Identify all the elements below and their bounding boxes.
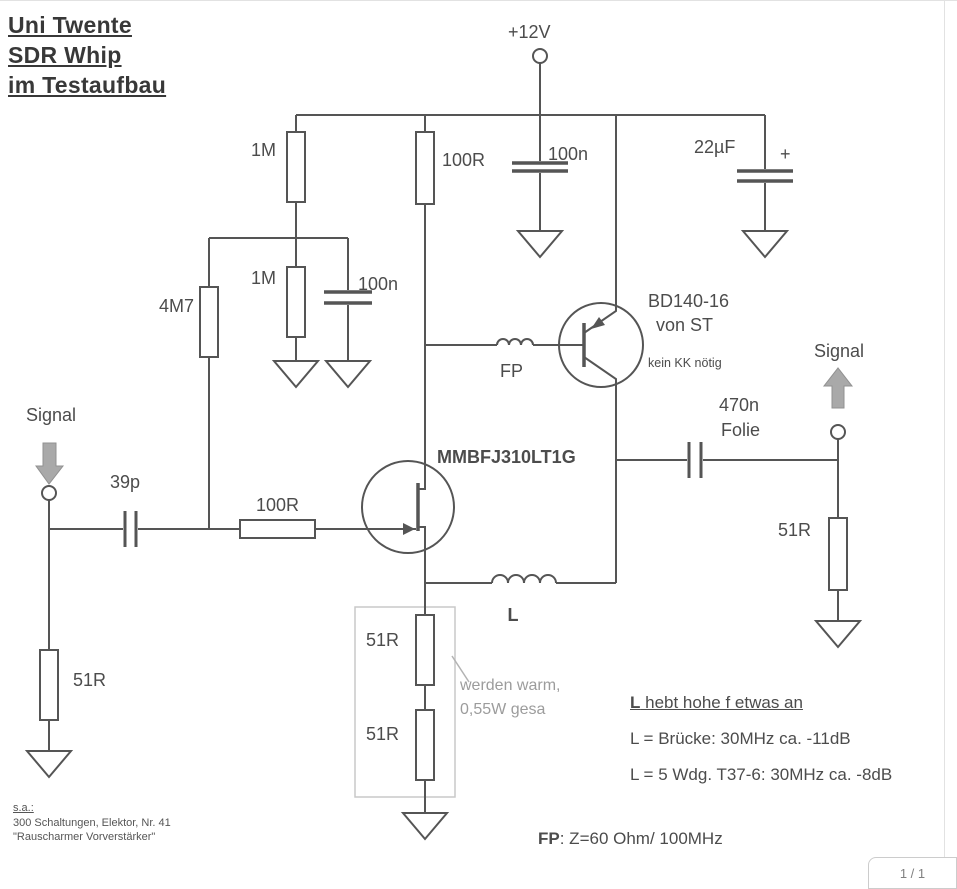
label-supply: +12V <box>508 22 551 42</box>
label-c-39p: 39p <box>110 472 140 492</box>
label-warm-note-2: 0,55W gesa <box>460 701 545 718</box>
l-note-heading-bold: L <box>630 693 641 712</box>
source-resistor-group-box <box>354 606 456 798</box>
label-c-100n-bias: 100n <box>358 274 398 294</box>
wire-net <box>48 63 839 813</box>
label-r-1m-upper: 1M <box>251 140 276 160</box>
capacitor-470n <box>687 442 703 478</box>
terminal-supply <box>532 48 548 64</box>
resistor-100r-supply <box>415 131 435 205</box>
label-q-bd140: BD140-16 <box>648 291 729 311</box>
resistor-51r-source2 <box>415 709 435 781</box>
ground-input <box>24 750 74 779</box>
l-note-option1: L = Brücke: 30MHz ca. -11dB <box>630 729 851 748</box>
signal-in-arrow-icon <box>35 442 65 485</box>
title-line-1: Uni Twente <box>8 12 132 38</box>
ground-output <box>813 620 863 649</box>
label-r-51r-source1: 51R <box>366 630 399 650</box>
label-r-1m-lower: 1M <box>251 268 276 288</box>
label-c-22uf-polarity: + <box>780 144 791 164</box>
resistor-51r-input <box>39 649 59 721</box>
jfet-gate-arrow <box>403 523 415 535</box>
reference-heading: s.a.: <box>13 802 34 814</box>
resistor-100r-gate <box>239 519 316 539</box>
frame-top-border <box>0 0 957 1</box>
ground-source <box>400 812 450 841</box>
label-fp: FP <box>500 361 523 381</box>
label-q-jfet: MMBFJ310LT1G <box>437 447 576 467</box>
page-indicator[interactable]: 1 / 1 <box>868 857 957 889</box>
label-r-51r-source2: 51R <box>366 724 399 744</box>
label-c-100n-supply: 100n <box>548 144 588 164</box>
label-signal-in: Signal <box>26 405 76 425</box>
label-c-470n-type: Folie <box>721 420 760 440</box>
resistor-1m-lower <box>286 266 306 338</box>
l-note-option2: L = 5 Wdg. T37-6: 30MHz ca. -8dB <box>630 765 893 784</box>
terminal-input <box>41 485 57 501</box>
label-l-inductor: L <box>508 605 519 625</box>
reference-line-2: "Rauscharmer Vorverstärker" <box>13 831 156 843</box>
reference-note: s.a.: 300 Schaltungen, Elektor, Nr. 41 "… <box>13 801 171 845</box>
fp-note: FP: Z=60 Ohm/ 100MHz <box>538 829 723 849</box>
title-line-3: im Testaufbau <box>8 72 167 98</box>
reference-line-1: 300 Schaltungen, Elektor, Nr. 41 <box>13 816 171 829</box>
schematic-title: Uni Twente SDR Whip im Testaufbau <box>8 10 166 100</box>
label-q-bd140-note: kein KK nötig <box>648 356 722 370</box>
ground-bias-1m <box>271 360 321 389</box>
label-r-100r-gate: 100R <box>256 495 299 515</box>
capacitor-39p <box>123 511 138 547</box>
label-r-51r-output: 51R <box>778 520 811 540</box>
resistor-4m7 <box>199 286 219 358</box>
resistor-51r-source1 <box>415 614 435 686</box>
resistor-51r-output <box>828 517 848 591</box>
terminal-output <box>830 424 846 440</box>
label-c-470n: 470n <box>719 395 759 415</box>
l-note-heading: L hebt hohe f etwas an <box>630 694 892 711</box>
ground-bias-100n <box>323 360 373 389</box>
label-r-100r-supply: 100R <box>442 150 485 170</box>
inductor-l <box>491 574 557 584</box>
label-r-4m7: 4M7 <box>159 296 194 316</box>
capacitor-100n-bias <box>324 290 372 305</box>
resistor-1m-upper <box>286 131 306 203</box>
fp-note-bold: FP <box>538 829 560 848</box>
label-signal-out: Signal <box>814 341 864 361</box>
signal-out-arrow-icon <box>822 367 854 409</box>
bd140-emitter-arrow <box>591 317 605 329</box>
ground-22uf <box>740 230 790 259</box>
fp-note-rest: : Z=60 Ohm/ 100MHz <box>559 829 723 848</box>
title-line-2: SDR Whip <box>8 42 122 68</box>
transistor-bd140 <box>558 300 644 388</box>
ferrite-bead-fp <box>496 338 534 346</box>
capacitor-100n-supply <box>512 161 568 173</box>
label-warm-note-1: werden warm, <box>459 677 560 694</box>
label-r-51r-input: 51R <box>73 670 106 690</box>
ground-100n-supply <box>515 230 565 259</box>
label-q-bd140-maker: von ST <box>656 315 713 335</box>
label-c-22uf: 22µF <box>694 137 735 157</box>
transistor-jfet-mmbfj310 <box>361 460 455 554</box>
l-note-heading-rest: hebt hohe f etwas an <box>640 693 803 712</box>
frame-right-border <box>944 0 945 889</box>
annotation-pointer-line <box>451 655 470 683</box>
l-inductor-notes: L hebt hohe f etwas an L = Brücke: 30MHz… <box>630 694 892 802</box>
capacitor-22uf <box>737 169 793 183</box>
